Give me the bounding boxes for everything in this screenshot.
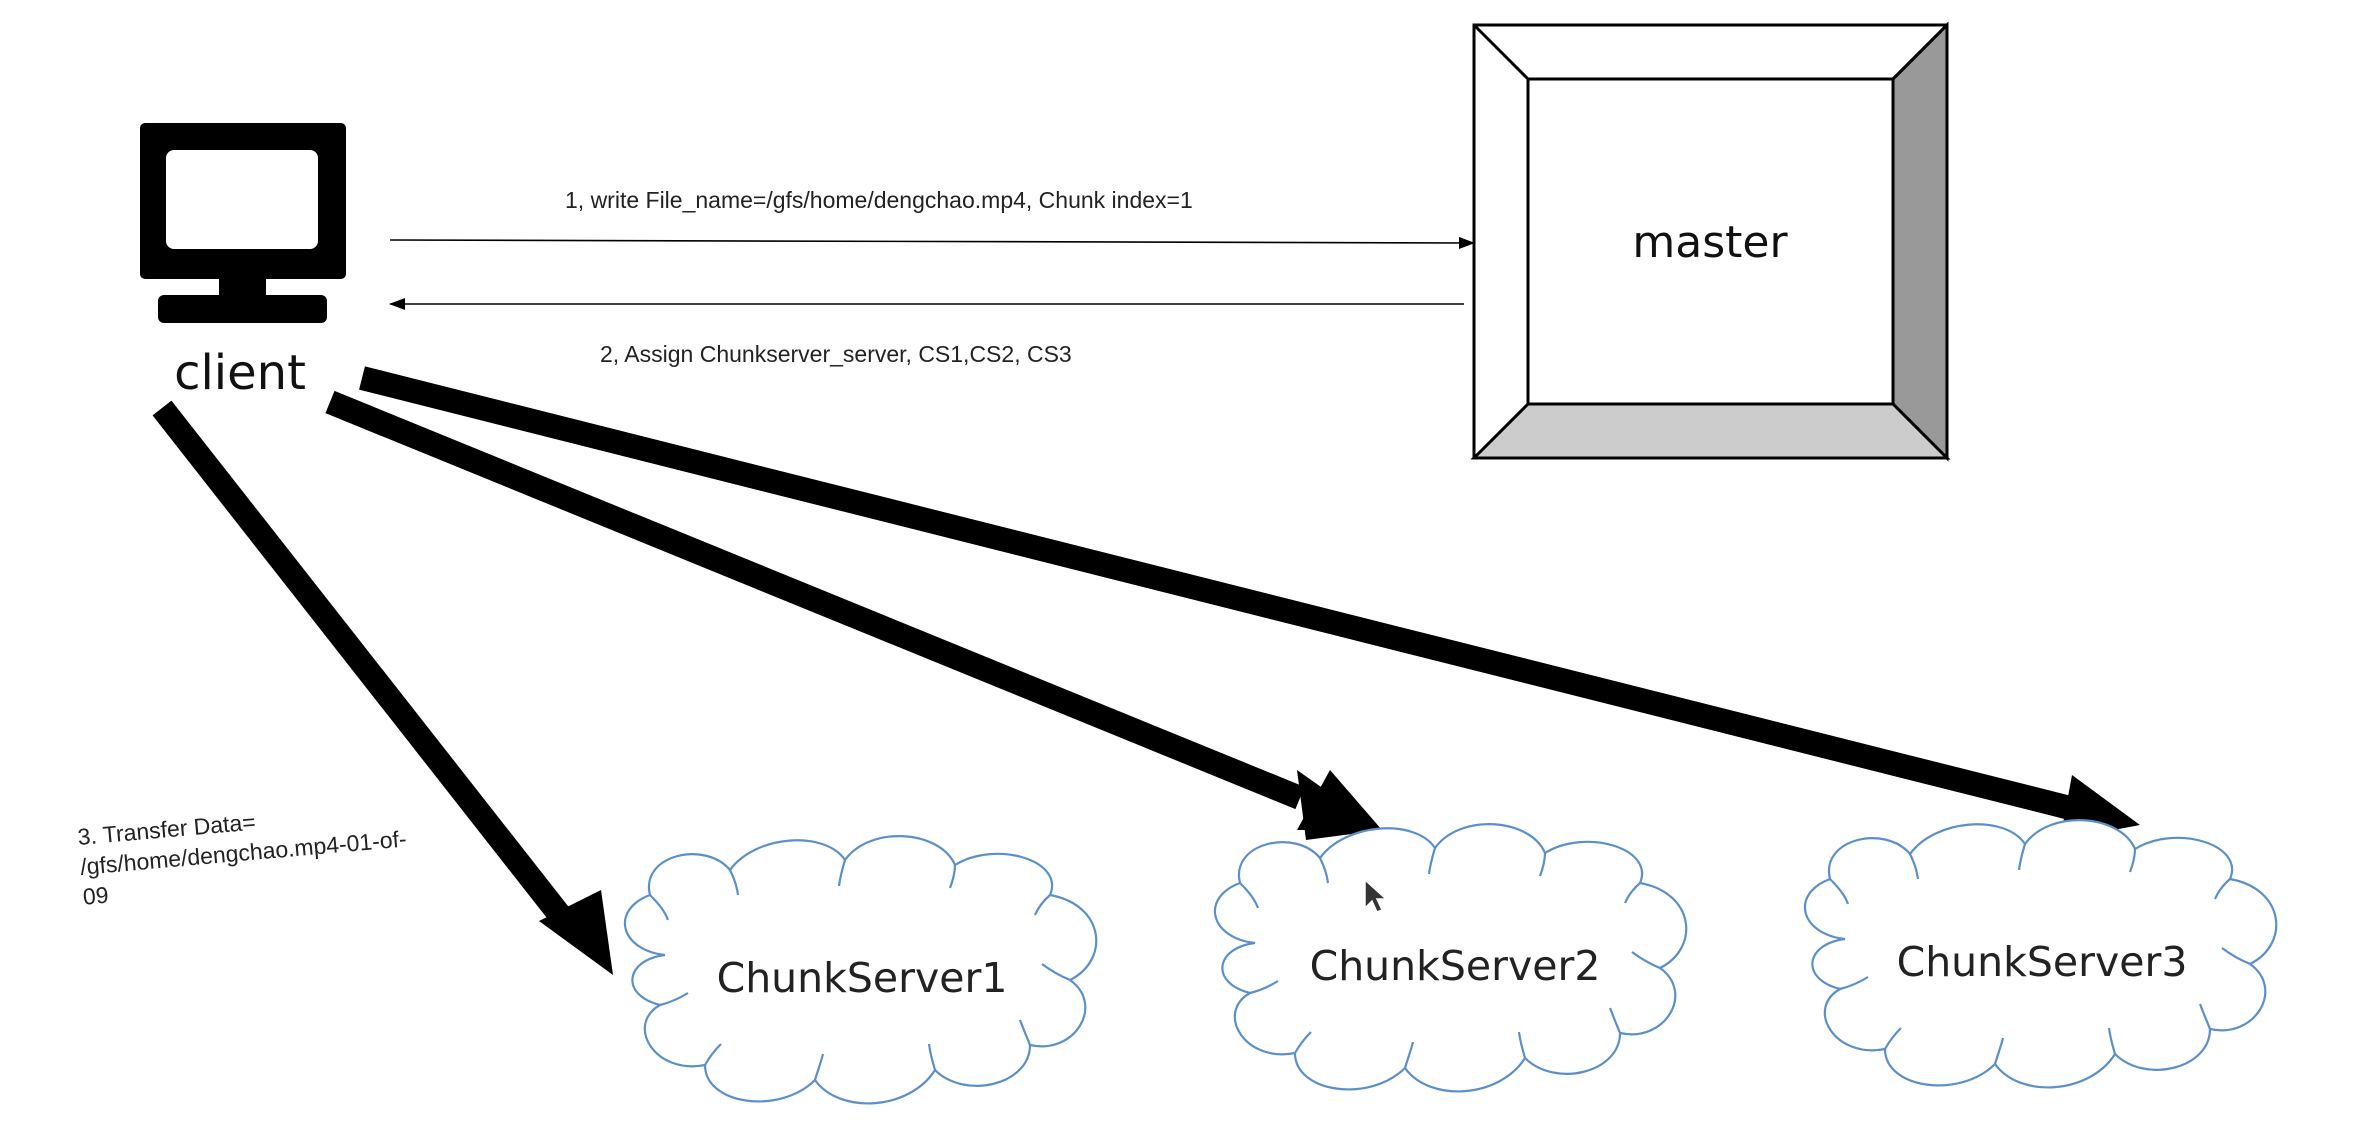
master-label: master [1632, 217, 1788, 268]
write-request-edge: 1, write File_name=/gfs/home/dengchao.mp… [389, 187, 1475, 249]
client-node: client [140, 123, 346, 401]
transfer-arrow-cs1 [152, 400, 613, 975]
chunkserver-1-node: ChunkServer1 [623, 835, 1098, 1105]
chunkserver-2-label: ChunkServer2 [1310, 942, 1601, 990]
mouse-pointer-icon [1364, 878, 1388, 913]
cloud-shape [1213, 823, 1688, 1093]
chunkserver-2-node: ChunkServer2 [1213, 823, 1688, 1093]
monitor-icon [140, 123, 346, 323]
transfer-arrow-cs2 [325, 390, 1382, 840]
svg-text:3. Transfer Data= /gfs/h: 3. Transfer Data= /gfs/home/dengchao.mp4… [77, 795, 417, 910]
write-request-label: 1, write File_name=/gfs/home/dengchao.mp… [565, 187, 1193, 213]
chunkserver-1-label: ChunkServer1 [717, 954, 1008, 1002]
chunkserver-3-node: ChunkServer3 [1803, 819, 2278, 1089]
transfer-data-label: 3. Transfer Data= /gfs/home/dengchao.mp4… [77, 795, 417, 910]
cloud-shape [623, 835, 1098, 1105]
transfer-data-label-line-3: 09 [82, 882, 110, 910]
client-label: client [174, 345, 306, 401]
assign-response-edge: 2, Assign Chunkserver_server, CS1,CS2, C… [389, 298, 1464, 367]
chunkserver-3-label: ChunkServer3 [1897, 938, 2188, 986]
assign-response-label: 2, Assign Chunkserver_server, CS1,CS2, C… [600, 341, 1072, 367]
master-node: master [1470, 21, 1951, 462]
cloud-shape [1803, 819, 2278, 1089]
